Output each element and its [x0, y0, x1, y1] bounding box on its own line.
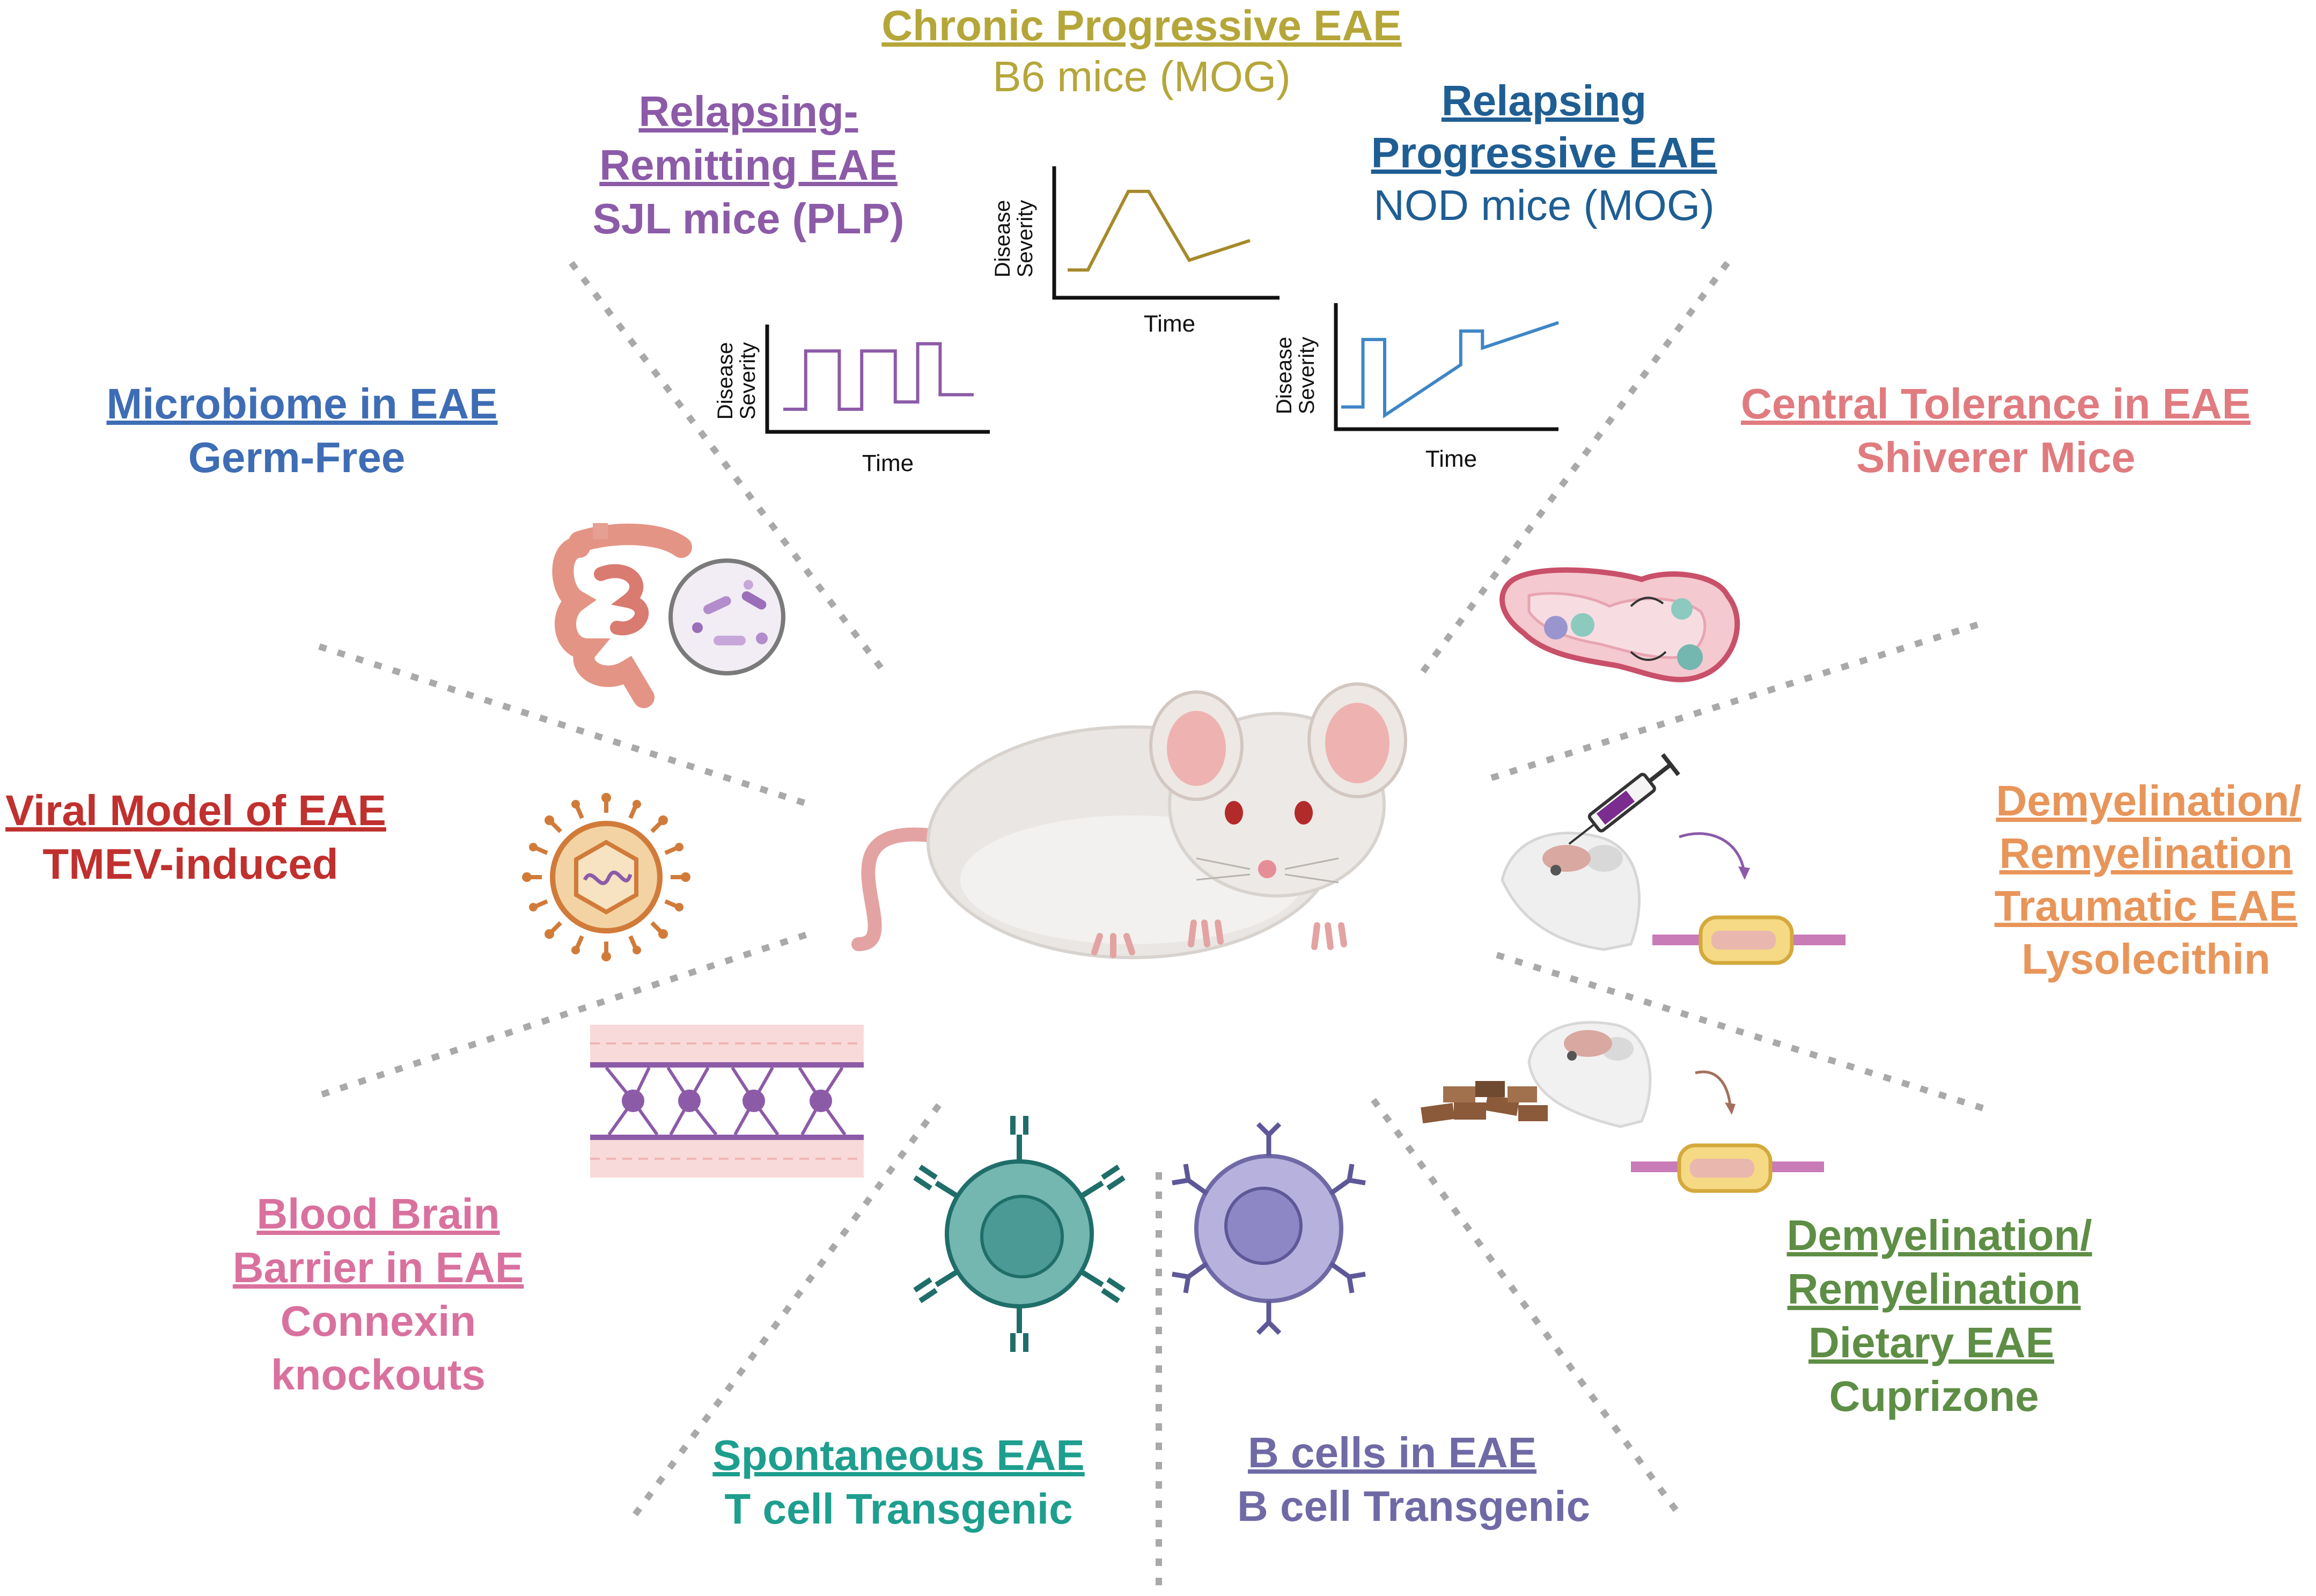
chart-relapsing-progressive: Time Disease Severity [1273, 303, 1559, 472]
microbiome-sub: Germ-Free [188, 433, 406, 481]
dietary-title-1: Demyelination/ [1786, 1211, 2092, 1259]
rr-axes [765, 325, 990, 434]
bcells-title: B cells in EAE [1248, 1429, 1536, 1476]
rp-title-1: Relapsing [1442, 77, 1646, 124]
rp-ylabel: Disease [1273, 337, 1296, 415]
cp-ylabel-2: Severity [1013, 200, 1037, 278]
bbb-sub-2: knockouts [271, 1351, 486, 1399]
cp-axes [1052, 166, 1280, 300]
label-microbiome: Microbiome in EAE Germ-Free [107, 380, 498, 481]
mouse-ear-right-inner [1325, 703, 1389, 783]
dietary-title-3: Dietary EAE [1808, 1319, 2054, 1366]
divider-bottom-left [628, 1103, 942, 1523]
bbb-sub-1: Connexin [281, 1297, 476, 1345]
chart-chronic-progressive: Time Disease Severity [991, 166, 1280, 337]
label-relapsing-remitting: Relapsing- Remitting EAE SJL mice (PLP) [593, 87, 905, 242]
rr-series-line [783, 342, 974, 411]
t-cell-icon [913, 1116, 1126, 1352]
virus-icon [522, 793, 690, 961]
rp-series-line [1341, 321, 1559, 418]
rr-title-1: Relapsing- [639, 87, 858, 135]
mouse-eye-left [1225, 801, 1243, 825]
rp-title-2: Progressive EAE [1371, 129, 1717, 176]
cp-ylabel-group: Disease Severity [991, 200, 1037, 278]
mouse-tail [851, 827, 949, 951]
mouse-eye-right [1295, 801, 1313, 825]
b-cell-icon [1172, 1122, 1366, 1335]
mouse-ear-left-inner [1167, 711, 1226, 786]
rp-ylabel-2: Severity [1295, 337, 1319, 415]
mouse-illustration [851, 682, 1407, 959]
microbiome-title: Microbiome in EAE [107, 380, 498, 428]
rp-ylabel-group: Disease Severity [1273, 337, 1319, 415]
food-pellets [1421, 1081, 1548, 1124]
thymus-icon [1499, 567, 1740, 682]
bcells-sub: B cell Transgenic [1237, 1482, 1590, 1530]
traumatic-sub: Lysolecithin [2021, 935, 2270, 983]
mouse-front-foot-right [1311, 922, 1347, 950]
label-central-tolerance: Central Tolerance in EAE Shiverer Mice [1741, 380, 2251, 481]
rr-ylabel: Disease [714, 342, 737, 420]
chronic-sub: B6 mice (MOG) [992, 53, 1291, 100]
label-traumatic: Demyelination/ Remyelination Traumatic E… [1995, 777, 2302, 983]
traumatic-title-1: Demyelination/ [1996, 777, 2301, 825]
chronic-title: Chronic Progressive EAE [881, 2, 1401, 49]
divider-left-lower [321, 930, 811, 1098]
dietary-sub: Cuprizone [1829, 1372, 2039, 1420]
rr-ylabel-group: Disease Severity [714, 342, 760, 420]
cp-xlabel: Time [1144, 311, 1195, 337]
mouse-whiskers [1196, 857, 1339, 884]
chart-relapsing-remitting: Time Disease Severity [714, 325, 990, 476]
label-dietary: Demyelination/ Remyelination Dietary EAE… [1786, 1211, 2092, 1420]
label-bcells: B cells in EAE B cell Transgenic [1237, 1429, 1590, 1530]
divider-right-lower [1496, 952, 1991, 1114]
tolerance-title: Central Tolerance in EAE [1741, 380, 2251, 428]
label-bbb: Blood Brain Barrier in EAE Connexin knoc… [233, 1190, 524, 1399]
blood-brain-barrier-icon [590, 1025, 864, 1178]
tolerance-sub: Shiverer Mice [1856, 433, 2135, 481]
viral-sub: TMEV-induced [42, 840, 338, 888]
bbb-title-1: Blood Brain [256, 1190, 499, 1238]
spontaneous-sub: T cell Transgenic [724, 1485, 1072, 1533]
rp-axes [1334, 303, 1558, 431]
rr-sub: SJL mice (PLP) [593, 195, 905, 242]
divider-top-left [569, 261, 888, 675]
syringe-icon [1568, 753, 1680, 845]
rr-ylabel-2: Severity [736, 342, 760, 420]
mouse-hind-foot [1091, 933, 1135, 958]
lysolecithin-injection-icon [1501, 753, 1846, 965]
dividers [318, 261, 1991, 1596]
divider-left-upper [318, 643, 811, 808]
label-spontaneous: Spontaneous EAE T cell Transgenic [712, 1431, 1084, 1533]
divider-top-right [1419, 261, 1730, 675]
traumatic-title-2: Remyelination [1999, 829, 2293, 877]
bbb-title-2: Barrier in EAE [233, 1244, 524, 1291]
rp-sub: NOD mice (MOG) [1373, 181, 1715, 229]
mouse-front-foot-left [1188, 920, 1224, 947]
mouse-nose [1258, 860, 1276, 878]
spontaneous-title: Spontaneous EAE [712, 1431, 1084, 1479]
cuprizone-diet-icon [1421, 1021, 1824, 1193]
rp-xlabel: Time [1425, 446, 1477, 472]
divider-right-upper [1490, 619, 1986, 781]
dietary-title-2: Remyelination [1788, 1265, 2081, 1313]
traumatic-title-3: Traumatic EAE [1995, 882, 2298, 930]
cp-ylabel: Disease [991, 200, 1014, 278]
cp-series-line [1068, 189, 1251, 272]
intestine-bacteria-icon [552, 523, 785, 708]
rr-title-2: Remitting EAE [599, 141, 898, 189]
viral-title: Viral Model of EAE [5, 786, 386, 834]
label-relapsing-progressive: Relapsing Progressive EAE NOD mice (MOG) [1371, 77, 1717, 229]
label-chronic-progressive: Chronic Progressive EAE B6 mice (MOG) [881, 2, 1401, 100]
label-viral: Viral Model of EAE TMEV-induced [5, 786, 386, 888]
rr-xlabel: Time [862, 450, 914, 476]
